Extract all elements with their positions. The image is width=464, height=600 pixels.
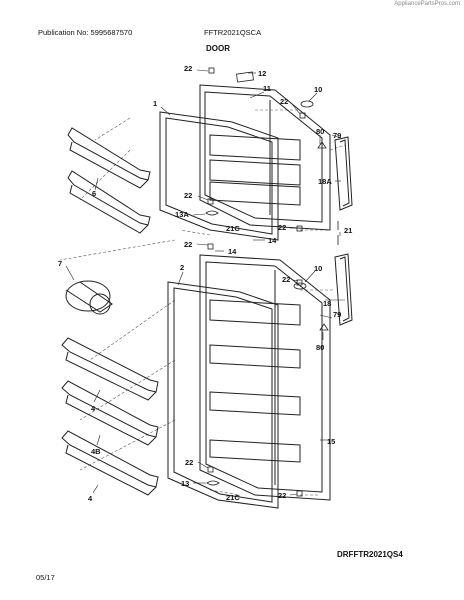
freezer-door-outline	[199, 84, 331, 231]
source-watermark: AppliancePartsPros.com	[394, 1, 460, 7]
callout-80: 80	[316, 343, 324, 352]
callout-1: 1	[153, 99, 157, 108]
callout-15: 15	[327, 437, 335, 446]
callout-22: 22	[282, 275, 290, 284]
callout-12: 12	[258, 69, 266, 78]
callout-6: 6	[92, 189, 96, 198]
fresh-food-door-handle	[334, 253, 353, 326]
section-title: DOOR	[206, 44, 230, 53]
callout-2: 2	[180, 263, 184, 272]
callout-10: 10	[314, 85, 322, 94]
callout-21c: 21C	[226, 493, 240, 502]
callout-4b: 4B	[91, 447, 101, 456]
freezer-shelf-lower	[67, 170, 151, 234]
callout-18a: 18A	[318, 177, 332, 186]
callout-4: 4	[88, 494, 93, 503]
callout-11: 11	[263, 84, 271, 93]
callout-80: 80	[316, 127, 324, 136]
callout-14: 14	[228, 247, 237, 256]
callout-22: 22	[278, 223, 286, 232]
freezer-shelf-upper	[67, 127, 151, 189]
callout-21: 21	[344, 226, 352, 235]
freezer-door-gasket	[159, 111, 279, 241]
door-shelf-4-upper	[61, 337, 159, 401]
publication-number: Publication No: 5995687570	[38, 28, 133, 37]
callout-22: 22	[185, 458, 193, 467]
callout-14: 14	[268, 236, 277, 245]
model-number: FFTR2021QSCA	[204, 28, 262, 37]
callout-22: 22	[184, 191, 192, 200]
revision-date: 05/17	[36, 573, 55, 582]
callout-18: 18	[323, 299, 331, 308]
callout-13a: 13A	[175, 210, 189, 219]
callout-13: 13	[181, 479, 189, 488]
fresh-food-door-outline	[199, 254, 331, 501]
callout-79: 79	[333, 310, 341, 319]
callout-22: 22	[184, 240, 192, 249]
fresh-food-door-gasket	[167, 281, 279, 509]
door-shelf-4-lower	[61, 430, 159, 496]
callout-22: 22	[184, 64, 192, 73]
callout-4: 4	[91, 404, 96, 413]
callout-10: 10	[314, 264, 322, 273]
small-hardware	[205, 67, 339, 497]
callout-79: 79	[333, 131, 341, 140]
callout-7: 7	[58, 259, 62, 268]
callout-21c: 21C	[226, 224, 240, 233]
freezer-door-handle	[334, 136, 353, 211]
dairy-bin	[65, 280, 113, 315]
door-shelf-4b	[61, 380, 159, 446]
callout-22: 22	[280, 97, 288, 106]
drawing-id: DRFFTR2021QS4	[337, 550, 403, 559]
callout-22: 22	[278, 491, 286, 500]
